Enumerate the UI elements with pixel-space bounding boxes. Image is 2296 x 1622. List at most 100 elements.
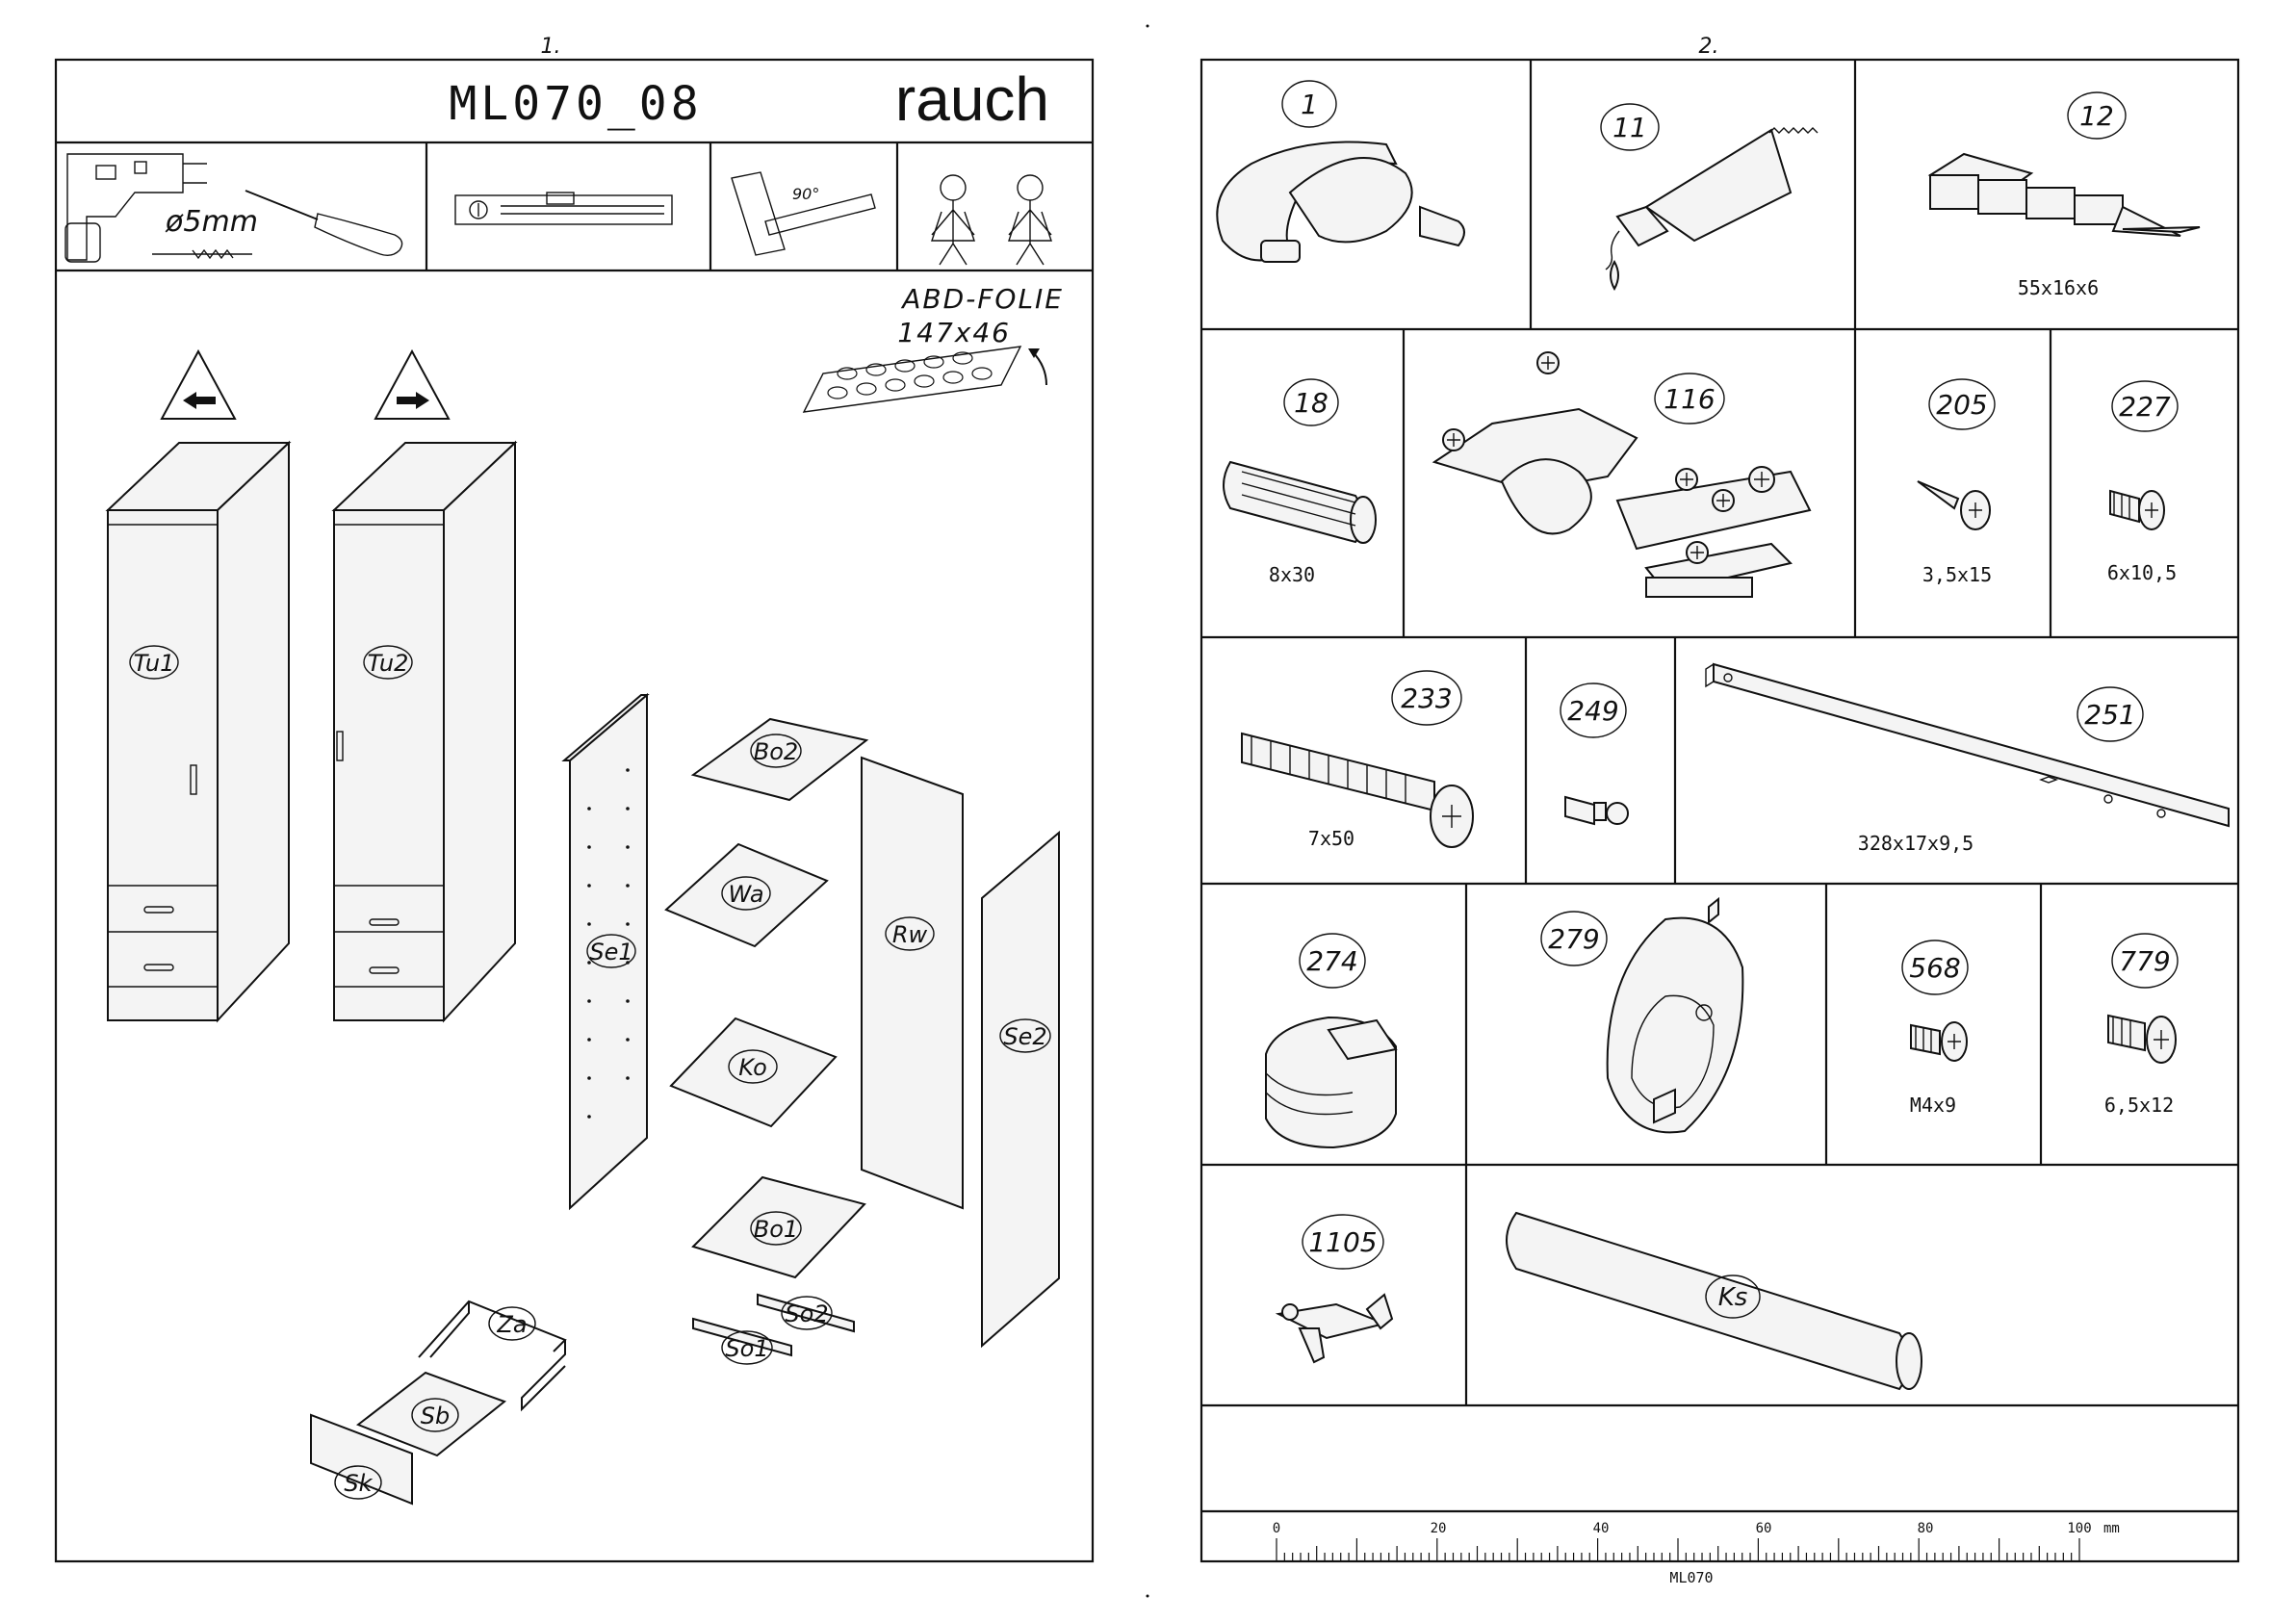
panel-rw bbox=[862, 758, 963, 1208]
svg-text:Tu1: Tu1 bbox=[134, 650, 175, 677]
svg-text:233: 233 bbox=[1401, 682, 1452, 714]
fitting-227-number: 227 bbox=[2112, 381, 2178, 431]
ruler-unit: mm bbox=[2103, 1521, 2120, 1536]
svg-text:12: 12 bbox=[2079, 100, 2114, 132]
ruler-label-20: 20 bbox=[1431, 1521, 1447, 1536]
svg-text:1: 1 bbox=[1301, 89, 1318, 120]
fitting-779-number: 779 bbox=[2112, 934, 2178, 988]
part-label-so2: So2 bbox=[782, 1297, 832, 1329]
fitting-251-number: 251 bbox=[2077, 687, 2143, 741]
fitting-12-size: 55x16x6 bbox=[2018, 276, 2099, 299]
dowel-icon bbox=[1224, 462, 1376, 543]
svg-text:11: 11 bbox=[1612, 112, 1647, 143]
part-label-za: Za bbox=[489, 1307, 535, 1340]
svg-text:Wa: Wa bbox=[728, 881, 763, 908]
screw-779-icon bbox=[2108, 1016, 2176, 1063]
svg-text:Se1: Se1 bbox=[589, 939, 632, 965]
svg-text:Za: Za bbox=[496, 1311, 527, 1338]
svg-text:Se2: Se2 bbox=[1003, 1023, 1046, 1050]
part-label-bo2: Bo2 bbox=[751, 734, 801, 767]
foil-strip-icon bbox=[804, 347, 1046, 412]
measuring-ruler: 0 20 40 60 80 100 mm ML070 bbox=[1273, 1521, 2120, 1586]
screwdriver-icon bbox=[245, 191, 402, 255]
ruler-label-60: 60 bbox=[1756, 1521, 1772, 1536]
svg-text:Ko: Ko bbox=[738, 1054, 767, 1081]
fitting-205-number: 205 bbox=[1929, 379, 1995, 429]
fold-mark-bottom bbox=[1147, 1595, 1149, 1598]
fitting-249-number: 249 bbox=[1561, 683, 1626, 737]
fitting-18-number: 18 bbox=[1284, 379, 1338, 425]
svg-text:So2: So2 bbox=[785, 1300, 828, 1327]
fitting-233-number: 233 bbox=[1392, 671, 1461, 725]
glue-tube-icon bbox=[1606, 128, 1818, 289]
svg-text:Sb: Sb bbox=[421, 1403, 450, 1429]
svg-text:Bo1: Bo1 bbox=[754, 1216, 798, 1243]
fitting-251-size: 328x17x9,5 bbox=[1858, 832, 1974, 855]
fitting-1-icon bbox=[1217, 142, 1464, 263]
svg-text:Sk: Sk bbox=[344, 1470, 373, 1497]
wardrobe-right bbox=[334, 443, 515, 1020]
left-arrow-warning-icon bbox=[162, 351, 235, 419]
svg-text:568: 568 bbox=[1909, 952, 1960, 984]
svg-text:So1: So1 bbox=[725, 1335, 768, 1362]
ruler-code: ML070 bbox=[1669, 1569, 1713, 1586]
fitting-227-size: 6x10,5 bbox=[2107, 561, 2177, 584]
panel-se2 bbox=[982, 833, 1059, 1346]
svg-text:Rw: Rw bbox=[892, 921, 928, 948]
fitting-779-size: 6,5x12 bbox=[2104, 1094, 2174, 1117]
drill-bit-icon bbox=[152, 250, 252, 258]
fitting-12-number: 12 bbox=[2068, 92, 2126, 139]
svg-text:249: 249 bbox=[1567, 695, 1618, 727]
svg-text:Bo2: Bo2 bbox=[754, 738, 798, 765]
rail-251-icon bbox=[1706, 664, 2229, 826]
part-label-so1: So1 bbox=[722, 1331, 772, 1364]
svg-text:1105: 1105 bbox=[1308, 1226, 1377, 1258]
wardrobe-left bbox=[108, 443, 289, 1020]
sheet-2: 1 11 12 55x16x6 bbox=[1201, 60, 2238, 1586]
ruler-label-40: 40 bbox=[1593, 1521, 1610, 1536]
part-label-rw: Rw bbox=[886, 917, 934, 950]
page-number-2: 2. bbox=[1699, 35, 1719, 59]
fitting-116-number: 116 bbox=[1655, 373, 1724, 424]
part-label-tu2: Tu2 bbox=[364, 646, 412, 679]
hinge-icon bbox=[1434, 352, 1810, 597]
foil-label: ABD-FOLIE bbox=[900, 283, 1064, 315]
bolt-233-icon bbox=[1242, 734, 1473, 847]
svg-text:Ks: Ks bbox=[1718, 1283, 1748, 1312]
screw-227-icon bbox=[2110, 491, 2164, 529]
svg-text:Tu2: Tu2 bbox=[368, 650, 409, 677]
fitting-11-number: 11 bbox=[1601, 104, 1659, 150]
part-label-tu1: Tu1 bbox=[130, 646, 178, 679]
svg-text:116: 116 bbox=[1664, 383, 1715, 415]
fitting-274-number: 274 bbox=[1300, 934, 1365, 988]
part-label-se2: Se2 bbox=[1000, 1019, 1050, 1052]
wedge-set-icon bbox=[1930, 154, 2200, 236]
two-persons-icon bbox=[932, 175, 1051, 265]
fitting-279-number: 279 bbox=[1541, 912, 1607, 965]
screw-568-icon bbox=[1911, 1022, 1967, 1061]
spirit-level-icon bbox=[455, 193, 672, 224]
svg-text:18: 18 bbox=[1294, 387, 1329, 419]
ruler-label-0: 0 bbox=[1273, 1521, 1280, 1536]
sheet-1: ML070_08 rauch ø5mm bbox=[56, 60, 1093, 1561]
brand-logo: rauch bbox=[895, 64, 1049, 134]
model-code: ML070_08 bbox=[449, 77, 702, 131]
svg-text:205: 205 bbox=[1936, 389, 1987, 421]
page-number-1: 1. bbox=[541, 35, 561, 59]
part-label-wa: Wa bbox=[722, 877, 770, 910]
shelf-support-icon bbox=[1278, 1295, 1392, 1362]
fold-mark-top bbox=[1147, 25, 1149, 28]
fitting-568-number: 568 bbox=[1902, 940, 1968, 994]
svg-text:279: 279 bbox=[1548, 923, 1599, 955]
fitting-205-size: 3,5x15 bbox=[1922, 563, 1992, 586]
svg-text:274: 274 bbox=[1306, 945, 1357, 977]
fitting-233-size: 7x50 bbox=[1308, 827, 1354, 850]
ruler-label-80: 80 bbox=[1918, 1521, 1934, 1536]
drill-size: ø5mm bbox=[165, 205, 258, 239]
right-arrow-warning-icon bbox=[375, 351, 449, 419]
part-label-se1: Se1 bbox=[587, 935, 635, 967]
fitting-249-icon bbox=[1565, 797, 1628, 824]
fitting-1105-number: 1105 bbox=[1303, 1215, 1383, 1269]
ruler-label-100: 100 bbox=[2067, 1521, 2091, 1536]
